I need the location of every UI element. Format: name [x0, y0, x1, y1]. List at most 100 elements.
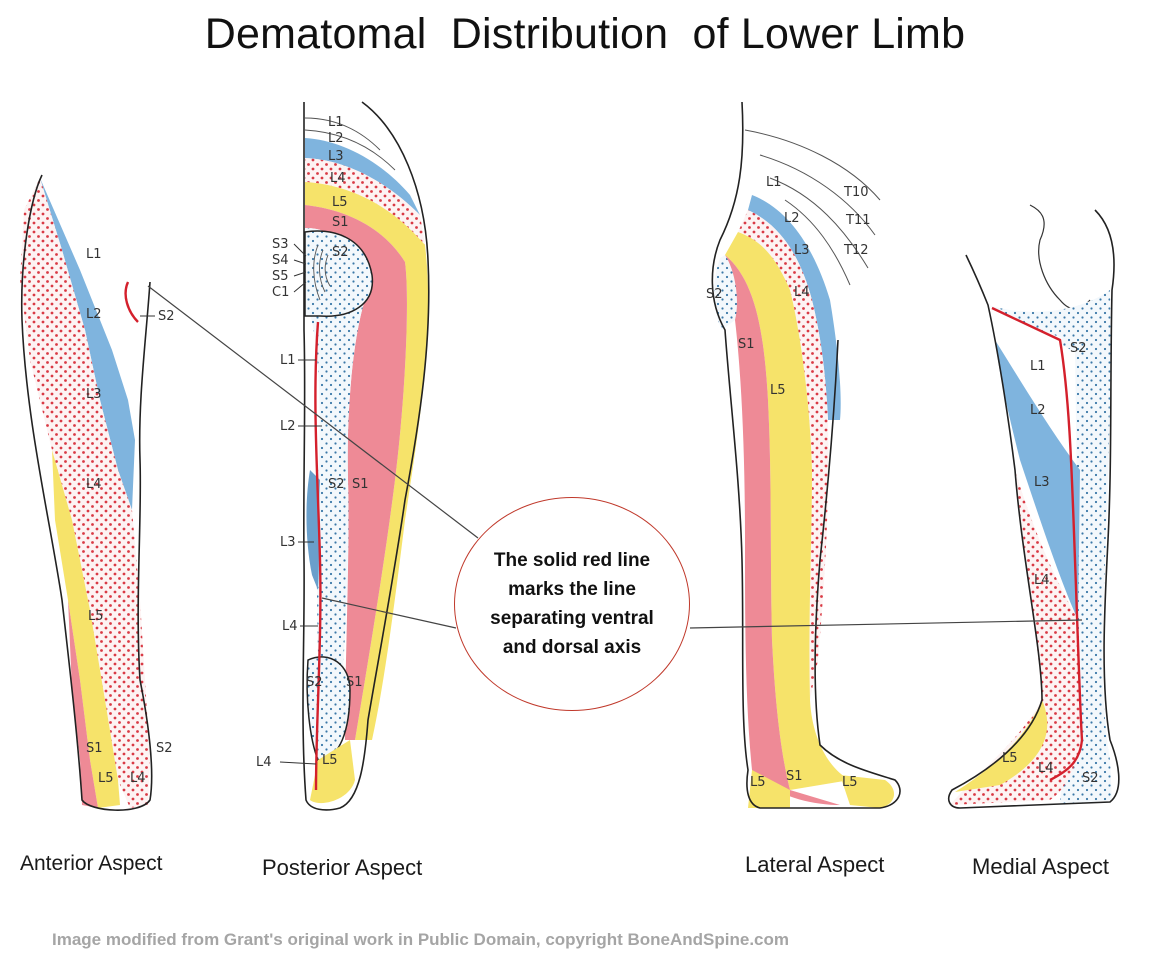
posterior-foot-l5 [310, 740, 355, 804]
lateral-s2-region [714, 255, 737, 330]
lateral-leg-outline [711, 101, 901, 809]
anterior-label: L5 [98, 771, 114, 786]
posterior-s1-band [305, 205, 407, 740]
lateral-label: T11 [845, 213, 870, 228]
posterior-label: S4 [272, 253, 289, 268]
anterior-l4-region [20, 178, 150, 808]
anterior-s1-region [68, 600, 98, 808]
anterior-leg-outline [20, 174, 153, 811]
lateral-l5-band [725, 232, 850, 790]
anterior-label: L1 [86, 247, 102, 262]
posterior-label: L5 [322, 753, 338, 768]
posterior-label: S2 [332, 245, 349, 260]
medial-axis-line [991, 306, 1084, 782]
medial-label: S2 [1082, 771, 1099, 786]
anterior-leg [20, 174, 155, 811]
lateral-label: L2 [784, 211, 800, 226]
lateral-label: L3 [794, 243, 810, 258]
lateral-foot-l5 [748, 770, 895, 808]
medial-s2-region [988, 290, 1112, 805]
callout-text: The solid red line marks the line separa… [490, 550, 654, 658]
medial-label: L4 [1038, 761, 1054, 776]
lateral-label: T12 [843, 243, 868, 258]
lateral-labels: L1 T10 L2 T11 L3 T12 L4 S2 S1 L5 L5 S1 L… [706, 175, 870, 790]
pointer-to-medial [689, 619, 1083, 629]
callout-pointers [147, 285, 1083, 629]
posterior-l2-band [305, 138, 420, 215]
lateral-label: T10 [843, 185, 868, 200]
medial-label: L5 [1002, 751, 1018, 766]
posterior-dermatome-contours [304, 117, 396, 301]
anterior-label: L2 [86, 307, 102, 322]
medial-label: L1 [1030, 359, 1046, 374]
lateral-label: L5 [770, 383, 786, 398]
posterior-label: S2 [306, 675, 323, 690]
lateral-label: L5 [842, 775, 858, 790]
credit-text: Image modified from Grant's original wor… [52, 930, 790, 949]
medial-scrotal-outline [1029, 204, 1091, 310]
medial-leg-outline [948, 209, 1120, 809]
posterior-l5-band [305, 182, 429, 740]
anterior-label: L3 [86, 387, 102, 402]
posterior-l3-region [306, 470, 320, 590]
posterior-label: L4 [256, 755, 272, 770]
lateral-aspect-label: Lateral Aspect [745, 852, 885, 877]
posterior-label: L5 [332, 195, 348, 210]
lateral-upper-contours [744, 129, 881, 286]
lateral-label: S1 [738, 337, 755, 352]
posterior-label: L1 [280, 353, 296, 368]
posterior-leg [302, 101, 430, 811]
medial-l3-region [995, 340, 1080, 620]
anterior-l3-region [40, 178, 135, 510]
anterior-l2-region [40, 178, 150, 420]
anterior-aspect-label: Anterior Aspect [20, 852, 163, 875]
posterior-labels: L1 L2 L3 L4 L5 S1 S3 S4 S5 C1 S2 L1 L2 S… [256, 115, 369, 770]
anterior-label: S2 [156, 741, 173, 756]
posterior-label: L4 [282, 619, 298, 634]
medial-label: S2 [1070, 341, 1087, 356]
posterior-label: S1 [346, 675, 363, 690]
posterior-label: C1 [272, 285, 289, 300]
lateral-label: L5 [750, 775, 766, 790]
diagram-title: Dematomal Distribution of Lower Limb [204, 10, 966, 58]
pointer-to-anterior [147, 285, 479, 539]
posterior-axis-line [314, 321, 322, 791]
medial-label: L4 [1034, 573, 1050, 588]
lateral-l4-band [738, 210, 829, 700]
posterior-label: L2 [280, 419, 296, 434]
callout-circle: The solid red line marks the line separa… [454, 497, 690, 711]
posterior-label: L3 [280, 535, 296, 550]
anterior-label: S1 [86, 741, 103, 756]
anterior-axis-line [124, 281, 139, 323]
posterior-label: S3 [272, 237, 289, 252]
medial-l4-region [950, 470, 1080, 805]
posterior-aspect-label: Posterior Aspect [262, 855, 423, 880]
posterior-label: L1 [328, 115, 344, 130]
lateral-l2-band [748, 195, 841, 420]
lateral-label: L1 [766, 175, 782, 190]
posterior-label: S1 [352, 477, 369, 492]
posterior-label: S1 [332, 215, 349, 230]
posterior-label: S2 [328, 477, 345, 492]
medial-leg [948, 204, 1120, 809]
anterior-label: L4 [130, 771, 146, 786]
anterior-l5-region [52, 450, 120, 808]
lateral-label: S2 [706, 287, 723, 302]
anterior-label: L5 [88, 609, 104, 624]
posterior-label: L4 [330, 171, 346, 186]
medial-label: L2 [1030, 403, 1046, 418]
pointer-to-posterior [321, 597, 457, 629]
posterior-label-ticks [279, 243, 322, 765]
anterior-labels: L1 L2 S2 L3 L4 L5 S1 S2 L5 L4 [86, 247, 175, 786]
posterior-label: S5 [272, 269, 289, 284]
anterior-label: S2 [158, 309, 175, 324]
medial-aspect-label: Medial Aspect [972, 854, 1109, 879]
lateral-label: S1 [786, 769, 803, 784]
lateral-leg [711, 101, 901, 809]
medial-label: L3 [1034, 475, 1050, 490]
anterior-label: L4 [86, 477, 102, 492]
medial-labels: S2 L1 L2 L3 L4 L5 L4 S2 [1002, 341, 1099, 786]
posterior-l4-band [305, 158, 425, 245]
posterior-label: L2 [328, 131, 344, 146]
